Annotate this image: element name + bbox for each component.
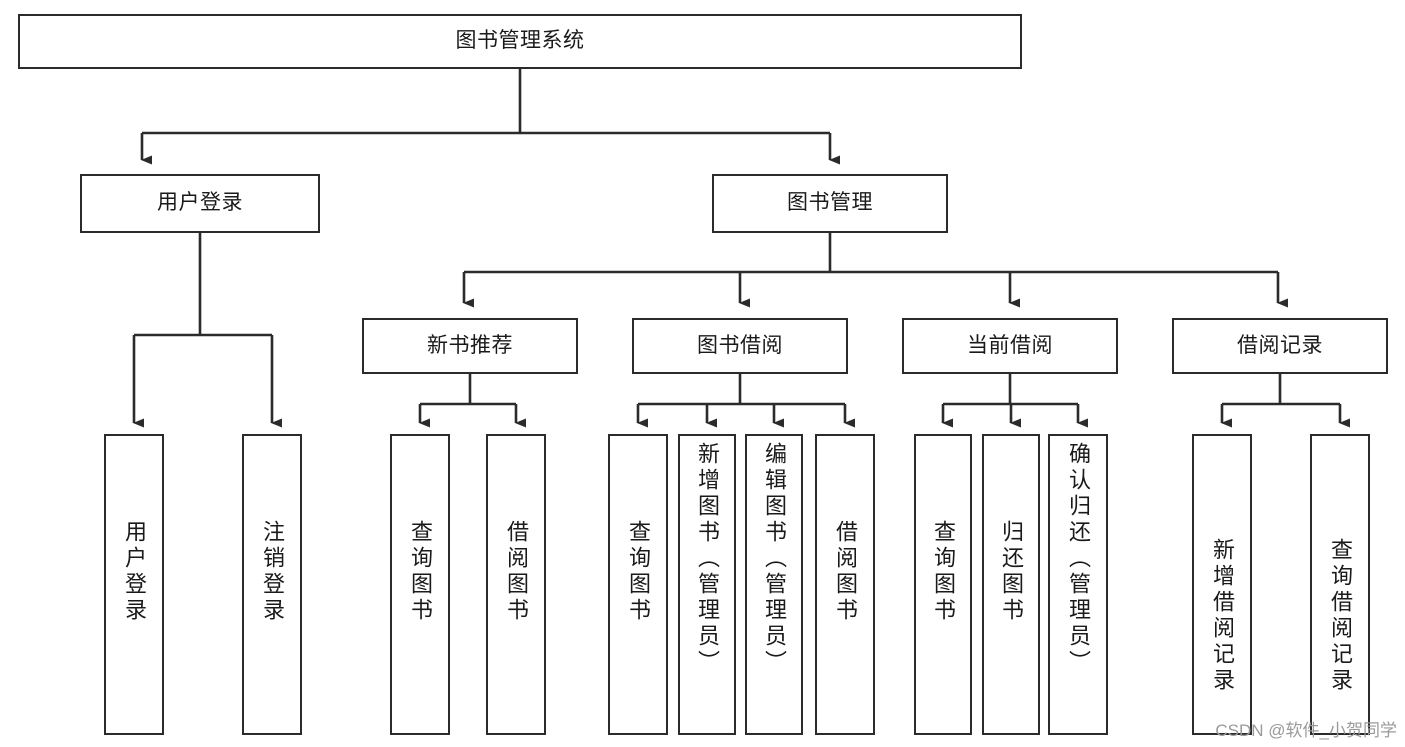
node-current-borrow-label: 当前借阅 <box>967 333 1053 357</box>
node-root-label: 图书管理系统 <box>455 29 585 53</box>
node-book-management-label: 图书管理 <box>787 191 873 215</box>
leaf-return-book-label: 归还图书 <box>999 520 1024 624</box>
leaf-query-book-recommend[interactable]: 查询图书 <box>390 434 450 735</box>
leaf-query-book-current[interactable]: 查询图书 <box>914 434 972 735</box>
leaf-query-book-borrow[interactable]: 查询图书 <box>608 434 668 735</box>
leaf-query-borrow-record[interactable]: 查询借阅记录 <box>1310 434 1370 735</box>
leaf-user-login-label: 用户登录 <box>122 520 147 624</box>
leaf-user-login[interactable]: 用户登录 <box>104 434 164 735</box>
node-new-book-recommend-label: 新书推荐 <box>427 333 513 357</box>
leaf-borrow-book-recommend[interactable]: 借阅图书 <box>486 434 546 735</box>
node-user-login[interactable]: 用户登录 <box>80 174 320 233</box>
leaf-edit-book-admin[interactable]: 编辑图书（管理员） <box>745 434 803 735</box>
leaf-add-borrow-record-label: 新增借阅记录 <box>1210 538 1235 694</box>
leaf-add-book-admin[interactable]: 新增图书（管理员） <box>678 434 736 735</box>
node-root[interactable]: 图书管理系统 <box>18 14 1022 69</box>
leaf-borrow-book-borrow[interactable]: 借阅图书 <box>815 434 875 735</box>
leaf-borrow-book-recommend-label: 借阅图书 <box>504 520 529 624</box>
leaf-query-book-borrow-label: 查询图书 <box>626 520 651 624</box>
leaf-query-book-current-label: 查询图书 <box>931 520 956 624</box>
leaf-logout-label: 注销登录 <box>260 520 285 624</box>
leaf-confirm-return-admin-label: 确认归还（管理员） <box>1066 442 1091 676</box>
node-user-login-label: 用户登录 <box>157 191 243 215</box>
csdn-watermark: CSDN @软件_小贺同学 <box>1215 721 1397 740</box>
node-borrow-record-label: 借阅记录 <box>1237 333 1323 357</box>
leaf-logout[interactable]: 注销登录 <box>242 434 302 735</box>
node-book-borrow[interactable]: 图书借阅 <box>632 318 848 374</box>
leaf-add-borrow-record[interactable]: 新增借阅记录 <box>1192 434 1252 735</box>
leaf-edit-book-admin-label: 编辑图书（管理员） <box>762 442 787 676</box>
leaf-query-book-recommend-label: 查询图书 <box>408 520 433 624</box>
leaf-borrow-book-borrow-label: 借阅图书 <box>833 520 858 624</box>
node-new-book-recommend[interactable]: 新书推荐 <box>362 318 578 374</box>
node-current-borrow[interactable]: 当前借阅 <box>902 318 1118 374</box>
node-book-management[interactable]: 图书管理 <box>712 174 948 233</box>
leaf-confirm-return-admin[interactable]: 确认归还（管理员） <box>1048 434 1108 735</box>
leaf-return-book[interactable]: 归还图书 <box>982 434 1040 735</box>
leaf-add-book-admin-label: 新增图书（管理员） <box>695 442 720 676</box>
node-book-borrow-label: 图书借阅 <box>697 333 783 357</box>
node-borrow-record[interactable]: 借阅记录 <box>1172 318 1388 374</box>
leaf-query-borrow-record-label: 查询借阅记录 <box>1328 538 1353 694</box>
